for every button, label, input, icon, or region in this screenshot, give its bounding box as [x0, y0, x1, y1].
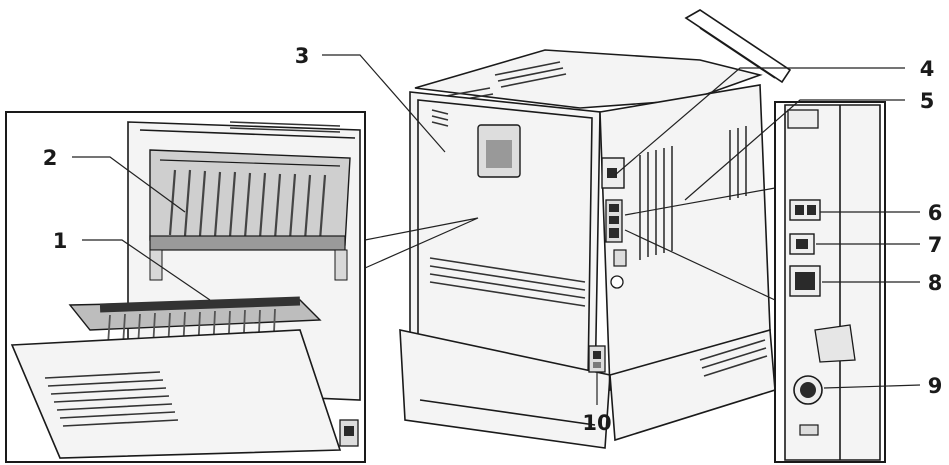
- callout-9: 9: [928, 374, 943, 398]
- leader-2: [72, 156, 186, 213]
- callout-8: 8: [928, 271, 943, 295]
- usb-ports: [789, 199, 821, 221]
- leader-lines: [72, 54, 921, 405]
- power-connector: [793, 375, 823, 405]
- leader-4: [614, 67, 905, 176]
- ethernet-port: [789, 265, 821, 297]
- callout-10: 10: [582, 411, 611, 435]
- callout-4: 4: [920, 57, 935, 81]
- base-vents: [699, 339, 768, 377]
- callout-5: 5: [920, 89, 935, 113]
- fuser-unit: [149, 149, 351, 251]
- leader-3: [322, 54, 446, 153]
- callout-6: 6: [928, 201, 943, 225]
- usb-device-port: [789, 233, 815, 255]
- side-vents: [639, 126, 747, 260]
- callout-numbers: 1 2 3 4 5 6 7 8 9 10: [43, 44, 943, 435]
- callout-1: 1: [53, 229, 68, 253]
- open-rear-door: [10, 329, 342, 459]
- callout-7: 7: [928, 233, 943, 257]
- callout-3: 3: [295, 44, 310, 68]
- inset-rear-door-open: [5, 111, 366, 463]
- door-vents: [429, 257, 586, 307]
- door-grille: [431, 109, 449, 127]
- printer-body: [399, 9, 792, 449]
- inset-left-pointer: [364, 217, 479, 269]
- leader-5: [684, 99, 905, 201]
- inset-right-pointer: [624, 187, 776, 301]
- leader-9: [823, 384, 921, 389]
- callout-2: 2: [43, 146, 58, 170]
- leader-1: [82, 239, 211, 301]
